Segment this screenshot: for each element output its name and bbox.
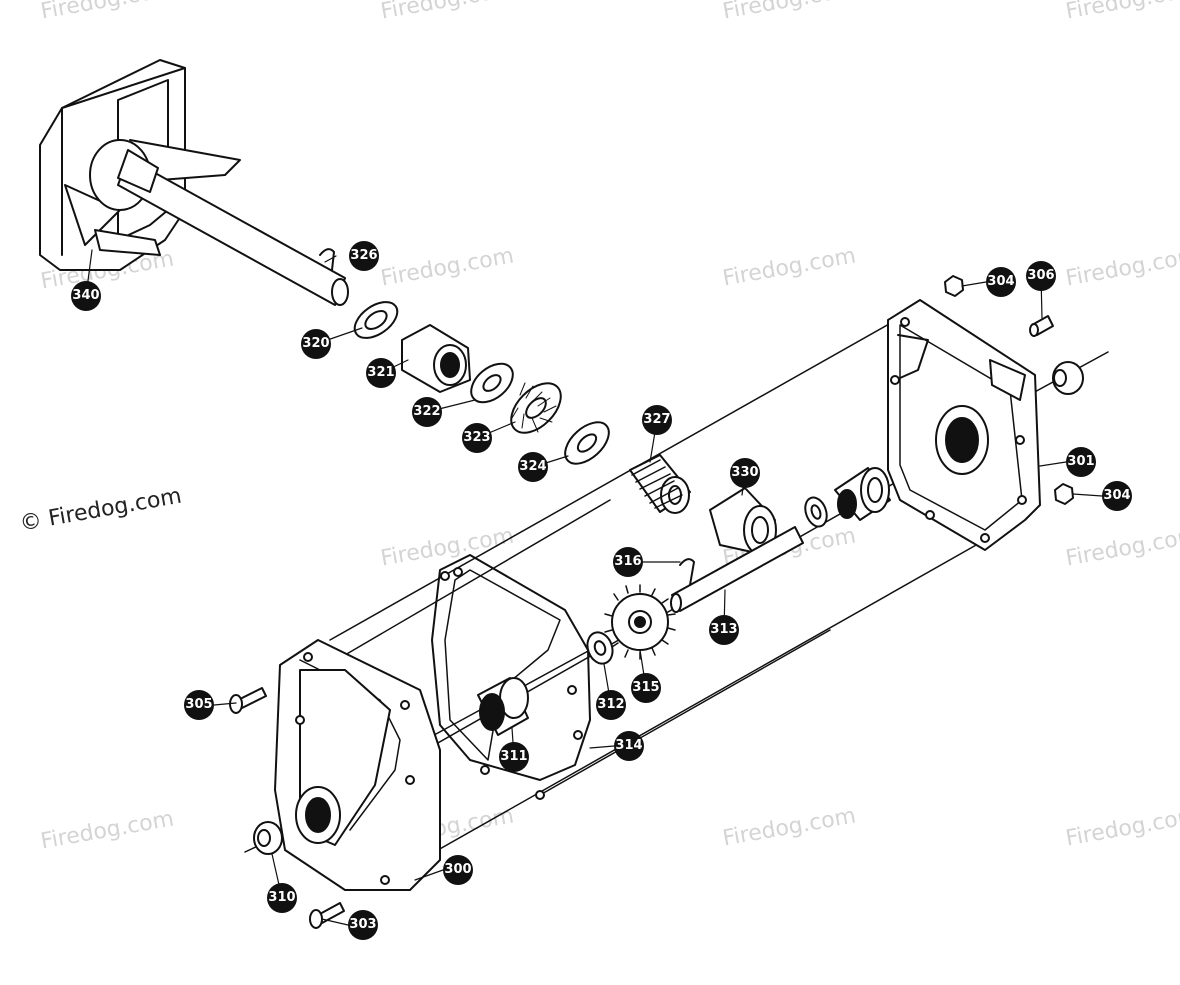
- nut-304-top: [944, 275, 964, 297]
- clip-326: [319, 248, 335, 271]
- washer-312: [586, 631, 614, 665]
- callout-300: 300: [443, 855, 473, 885]
- bearing-housing-321: [401, 324, 471, 393]
- bushing-311: [477, 677, 529, 736]
- callout-315: 315: [631, 673, 661, 703]
- washer-310: [253, 821, 283, 855]
- washer-322: [470, 362, 514, 404]
- callout-322: 322: [412, 397, 442, 427]
- bolt-305: [229, 687, 267, 714]
- callout-324: 324: [518, 452, 548, 482]
- washer-small: [804, 496, 828, 528]
- thrust-bearing-323: [510, 382, 562, 434]
- callout-301: 301: [1066, 447, 1096, 477]
- callout-327: 327: [642, 405, 672, 435]
- gearbox-half-300: [274, 639, 441, 891]
- callout-310: 310: [267, 883, 297, 913]
- callout-305: 305: [184, 690, 214, 720]
- callout-306: 306: [1026, 261, 1056, 291]
- pinion-gear-315: [604, 584, 676, 660]
- callout-326: 326: [349, 241, 379, 271]
- washer-320: [353, 301, 399, 339]
- callout-313: 313: [709, 615, 739, 645]
- callout-316: 316: [613, 547, 643, 577]
- callout-314: 314: [614, 731, 644, 761]
- callout-330: 330: [730, 458, 760, 488]
- bushing-301-inner: [834, 467, 891, 521]
- bolt-303: [309, 902, 345, 929]
- callout-304-top: 304: [986, 267, 1016, 297]
- set-screw-306: [1029, 315, 1054, 337]
- callout-312: 312: [596, 690, 626, 720]
- clip-316: [679, 558, 695, 586]
- callout-303: 303: [348, 910, 378, 940]
- callout-304-right: 304: [1102, 481, 1132, 511]
- nut-304-right: [1054, 483, 1074, 505]
- callout-320: 320: [301, 329, 331, 359]
- washer-324: [564, 421, 610, 465]
- worm-gear-327: [629, 454, 691, 514]
- callout-321: 321: [366, 358, 396, 388]
- callout-323: 323: [462, 423, 492, 453]
- callout-311: 311: [499, 742, 529, 772]
- spacer-right: [1052, 361, 1084, 395]
- callout-340: 340: [71, 281, 101, 311]
- impeller-assembly-340: [39, 59, 349, 306]
- gearbox-half-301: [887, 299, 1041, 551]
